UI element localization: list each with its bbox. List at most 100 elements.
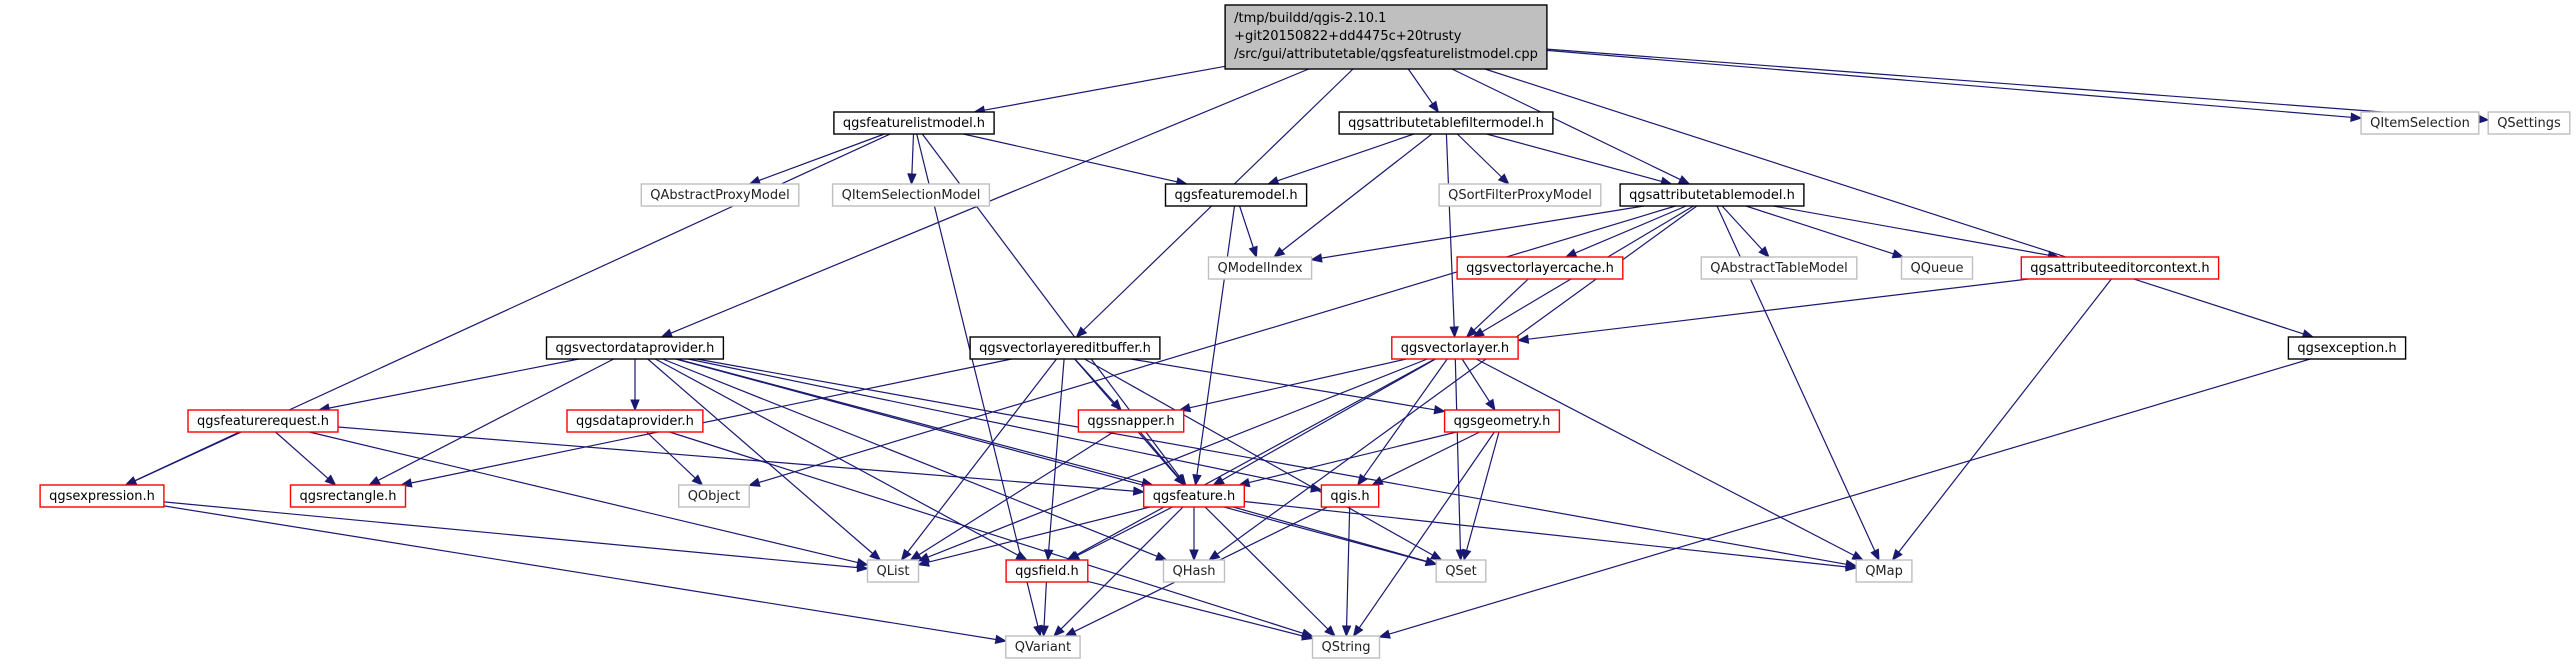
edge-line xyxy=(928,506,1151,563)
edge-line xyxy=(927,358,1428,558)
edge-qgsfeaturelistmodel-h-to-QAbstractProxyModel xyxy=(748,133,885,185)
edge-line xyxy=(1388,358,2311,635)
node-qgssnapper-h[interactable]: qgssnapper.h xyxy=(1077,409,1185,433)
node-qgsrectangle-h[interactable]: qgsrectangle.h xyxy=(289,484,407,508)
node-box xyxy=(1619,183,1805,207)
node-qgsattributetablefiltermodel-h[interactable]: qgsattributetablefiltermodel.h xyxy=(1338,111,1554,135)
edge-line xyxy=(1281,133,1433,252)
edge-qgsvectordataprovider-h-to-QList xyxy=(647,358,882,561)
node-qgsvectordataprovider-h[interactable]: qgsvectordataprovider.h xyxy=(545,336,725,360)
node-box xyxy=(1338,111,1554,135)
node-QModelIndex[interactable]: QModelIndex xyxy=(1207,256,1313,280)
edge-qgsfeaturemodel-h-to-QModelIndex xyxy=(1239,205,1258,259)
node-qgsfeaturemodel-h[interactable]: qgsfeaturemodel.h xyxy=(1164,183,1308,207)
node-qgsdataprovider-h[interactable]: qgsdataprovider.h xyxy=(566,409,704,433)
edge-line xyxy=(1233,506,1427,562)
edge-line xyxy=(1486,133,1662,182)
edge-arrowhead xyxy=(1677,175,1691,185)
edge-qgsfeaturerequest-h-to-qgsexpression-h xyxy=(124,431,240,486)
node-qgsvectorlayer-h[interactable]: qgsvectorlayer.h xyxy=(1391,336,1519,360)
edge-qgsfeaturelistmodel-h-to-QItemSelectionModel xyxy=(907,133,917,186)
edge-line xyxy=(1139,431,1179,478)
edge-line xyxy=(1466,431,1500,551)
node-qgsexception-h[interactable]: qgsexception.h xyxy=(2287,336,2407,360)
node-QAbstractTableModel[interactable]: QAbstractTableModel xyxy=(1700,256,1858,280)
node-QList[interactable]: QList xyxy=(866,559,920,583)
node-QVariant[interactable]: QVariant xyxy=(1005,635,1081,659)
node-box xyxy=(2487,111,2571,135)
node-QHash[interactable]: QHash xyxy=(1162,559,1226,583)
edge-line xyxy=(1277,133,1415,182)
node-box xyxy=(866,559,920,583)
node-label: qgsattributeeditorcontext.h xyxy=(2030,261,2209,276)
node-box xyxy=(1456,256,1624,280)
node-QSet[interactable]: QSet xyxy=(1435,559,1487,583)
node-qgsattributetablemodel-h[interactable]: qgsattributetablemodel.h xyxy=(1619,183,1805,207)
node-label: QAbstractProxyModel xyxy=(650,188,789,203)
node-QMap[interactable]: QMap xyxy=(1855,559,1913,583)
node-QItemSelection[interactable]: QItemSelection xyxy=(2360,111,2480,135)
node-QQueue[interactable]: QQueue xyxy=(1900,256,1974,280)
edge-arrowhead xyxy=(2350,112,2363,122)
edge-line xyxy=(1130,358,1435,411)
edge-arrowhead xyxy=(1485,398,1496,412)
edge-qgssnapper-h-to-QList xyxy=(909,431,1114,561)
edge-line xyxy=(669,431,1304,634)
edge-arrowhead xyxy=(1273,246,1286,258)
node-box xyxy=(1438,183,1602,207)
node-QItemSelectionModel[interactable]: QItemSelectionModel xyxy=(831,183,991,207)
edge-qgsfeaturemodel-h-to-qgsfeature-h xyxy=(1192,205,1236,487)
edge-line xyxy=(1473,278,1529,331)
node-qgsvectorlayercache-h[interactable]: qgsvectorlayercache.h xyxy=(1456,256,1624,280)
node-QSortFilterProxyModel[interactable]: QSortFilterProxyModel xyxy=(1438,183,1602,207)
edge-qgsexpression-h-to-QVariant xyxy=(163,505,1008,645)
node-qgsfeature-h[interactable]: qgsfeature.h xyxy=(1142,484,1245,508)
edge-qgsattributetablefiltermodel-h-to-qgsfeaturemodel-h xyxy=(1266,133,1415,186)
node-box xyxy=(2287,336,2407,360)
node-box xyxy=(1005,559,1089,583)
edge-line xyxy=(1221,358,1436,481)
node-qgsvectorlayereditbuffer-h[interactable]: qgsvectorlayereditbuffer.h xyxy=(969,336,1161,360)
node-label: qgsdataprovider.h xyxy=(576,414,694,429)
node-label: qgsexpression.h xyxy=(49,489,155,504)
node-qgsgeometry-h[interactable]: qgsgeometry.h xyxy=(1443,409,1561,433)
edge-line xyxy=(1244,500,1847,568)
edge-arrowhead xyxy=(1378,629,1391,639)
node-label: QItemSelection xyxy=(2370,116,2470,131)
node-box xyxy=(1320,484,1380,508)
edge-line xyxy=(1484,68,2304,335)
node-qgsattributeeditorcontext-h[interactable]: qgsattributeeditorcontext.h xyxy=(2020,256,2220,280)
node-label: QModelIndex xyxy=(1218,261,1303,276)
edge-arrowhead xyxy=(1301,631,1314,641)
node-label: qgsattributetablemodel.h xyxy=(1629,188,1795,203)
node-qgsexpression-h[interactable]: qgsexpression.h xyxy=(39,484,165,508)
edge-line xyxy=(1461,358,1491,402)
edge-line xyxy=(1456,133,1502,178)
node-box xyxy=(1207,256,1313,280)
edge-line xyxy=(1546,49,2352,118)
node-QString[interactable]: QString xyxy=(1311,635,1381,659)
edge-arrowhead xyxy=(1192,473,1202,487)
node-qgis-h[interactable]: qgis.h xyxy=(1320,484,1380,508)
edge-arrowhead xyxy=(1053,625,1065,637)
node-label: QObject xyxy=(688,489,741,504)
node-qgsfield-h[interactable]: qgsfield.h xyxy=(1005,559,1089,583)
node-box xyxy=(39,484,165,508)
node-QSettings[interactable]: QSettings xyxy=(2487,111,2571,135)
edge-arrowhead xyxy=(1870,548,1880,562)
node-label: qgsfeaturelistmodel.h xyxy=(843,116,985,131)
edge-line xyxy=(1358,431,1495,629)
node-root[interactable]: /tmp/buildd/qgis-2.10.1+git20150822+dd44… xyxy=(1224,4,1548,70)
node-box xyxy=(969,336,1161,360)
node-QAbstractProxyModel[interactable]: QAbstractProxyModel xyxy=(640,183,800,207)
edge-qgsvectordataprovider-h-to-qgsdataprovider-h xyxy=(630,359,640,412)
node-qgsfeaturerequest-h[interactable]: qgsfeaturerequest.h xyxy=(187,409,339,433)
edge-qgsvectorlayercache-h-to-qgsvectorlayer-h xyxy=(1465,278,1529,338)
edge-arrowhead xyxy=(869,549,882,561)
node-box xyxy=(831,183,991,207)
edge-qgsvectorlayereditbuffer-h-to-QSet xyxy=(1084,358,1443,561)
node-QObject[interactable]: QObject xyxy=(678,484,751,508)
edge-root-to-qgsexception-h xyxy=(1484,68,2315,339)
edge-arrowhead xyxy=(1465,326,1478,338)
node-qgsfeaturelistmodel-h[interactable]: qgsfeaturelistmodel.h xyxy=(833,111,995,135)
